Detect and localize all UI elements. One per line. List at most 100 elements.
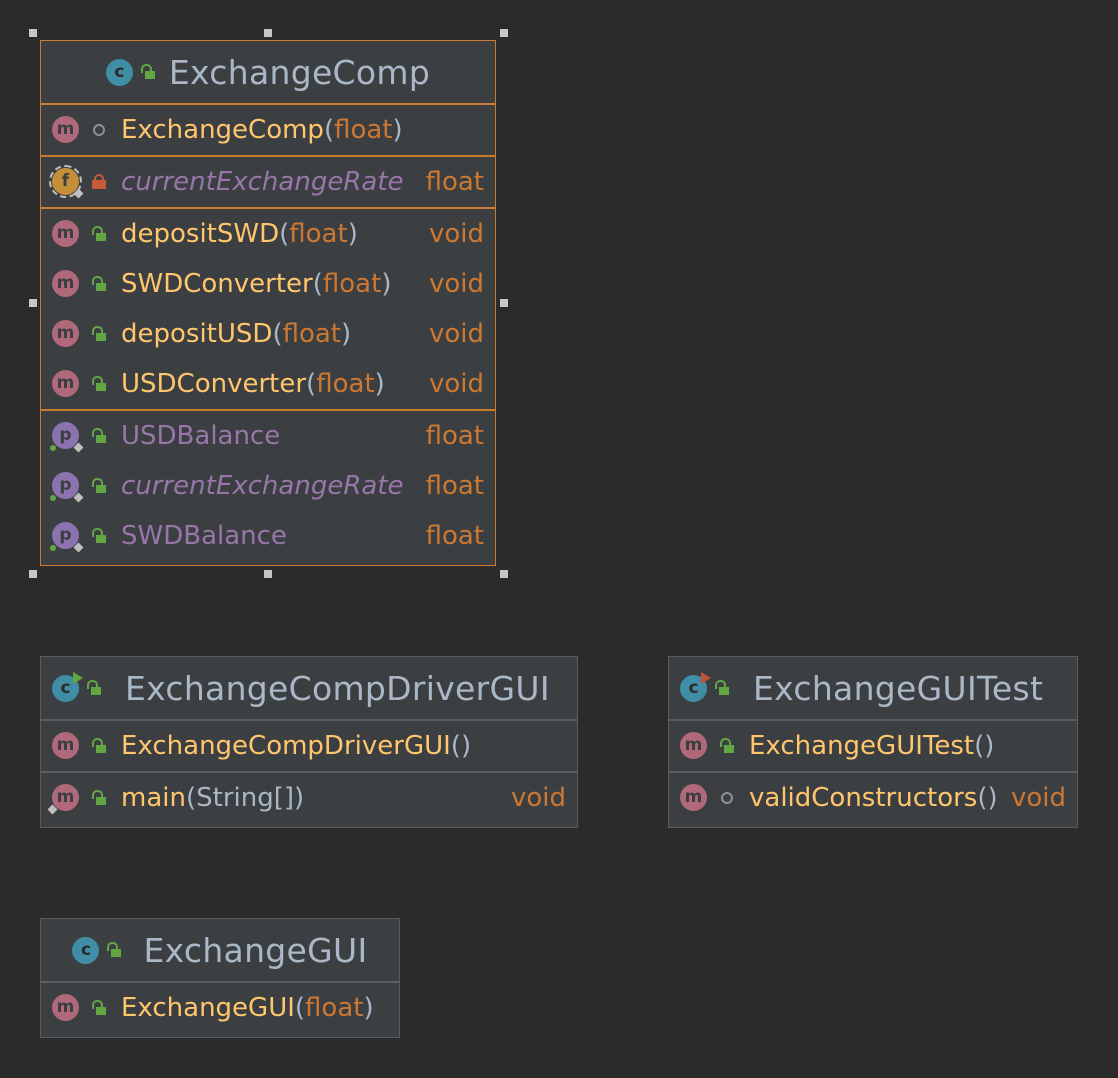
selection-handle-sw[interactable]	[29, 570, 37, 578]
param-type: float	[289, 219, 348, 249]
method-name: validConstructors	[749, 783, 978, 813]
class-name: ExchangeComp	[168, 52, 431, 92]
method-name: depositSWD	[121, 219, 280, 249]
property-name: currentExchangeRate	[121, 471, 404, 501]
class-icon: c	[52, 671, 83, 702]
class-icon: c	[72, 936, 100, 964]
property-row[interactable]: p USDBalance float	[41, 411, 495, 461]
return-type: void	[428, 369, 484, 399]
method-row[interactable]: m USDConverter(float) void	[41, 359, 495, 409]
public-icon	[92, 1000, 106, 1016]
constructors-section: m ExchangeGUITest()	[669, 721, 1077, 773]
public-icon	[92, 738, 106, 754]
property-name: SWDBalance	[121, 521, 287, 551]
property-name: USDBalance	[121, 421, 281, 451]
selection-handle-n[interactable]	[264, 29, 272, 37]
class-header[interactable]: c ExchangeGUI	[41, 919, 399, 983]
public-icon	[720, 738, 734, 754]
constructors-section: m ExchangeComp(float)	[41, 105, 495, 157]
public-icon	[92, 790, 106, 806]
public-icon	[92, 428, 106, 444]
return-type: void	[428, 319, 484, 349]
package-private-icon	[93, 124, 105, 136]
constructor-row[interactable]: m ExchangeCompDriverGUI()	[41, 721, 577, 771]
param-type: float	[322, 269, 382, 299]
return-type: void	[510, 783, 566, 813]
test-class-icon: c	[680, 671, 711, 702]
constructor-row[interactable]: m ExchangeGUI(float)	[41, 983, 399, 1033]
constructor-name: ExchangeGUITest	[749, 731, 975, 761]
public-icon	[140, 64, 155, 80]
class-name: ExchangeGUI	[143, 930, 368, 970]
class-name: ExchangeGUITest	[753, 668, 1044, 708]
method-row[interactable]: m validConstructors() void	[669, 773, 1077, 823]
class-box-exchange-gui[interactable]: c ExchangeGUI m ExchangeGUI(float)	[40, 918, 400, 1038]
selection-handle-w[interactable]	[29, 299, 37, 307]
package-private-icon	[721, 792, 733, 804]
method-icon: m	[52, 732, 79, 759]
method-icon: m	[52, 320, 79, 347]
method-icon: m	[52, 116, 79, 143]
selection-handle-s[interactable]	[264, 570, 272, 578]
methods-section: m depositSWD(float) void m SWDConverter(…	[41, 209, 495, 411]
selection-handle-e[interactable]	[500, 299, 508, 307]
public-icon	[92, 528, 106, 544]
property-icon: p	[50, 472, 84, 503]
property-icon: p	[50, 522, 84, 553]
method-icon: m	[52, 994, 79, 1021]
class-box-exchange-gui-test[interactable]: c ExchangeGUITest m ExchangeGUITest() m …	[668, 656, 1078, 828]
method-row[interactable]: m main(String[]) void	[41, 773, 577, 823]
constructors-section: m ExchangeGUI(float)	[41, 983, 399, 1033]
method-row[interactable]: m SWDConverter(float) void	[41, 259, 495, 309]
method-icon: m	[52, 370, 79, 397]
class-header[interactable]: c ExchangeCompDriverGUI	[41, 657, 577, 721]
class-icon: c	[105, 58, 133, 86]
field-type: float	[425, 167, 484, 197]
method-name: USDConverter	[121, 369, 307, 399]
method-name: depositUSD	[121, 319, 273, 349]
method-row[interactable]: m depositUSD(float) void	[41, 309, 495, 359]
public-icon	[92, 326, 106, 342]
method-icon: m	[680, 784, 707, 811]
selection-handle-nw[interactable]	[29, 29, 37, 37]
constructor-row[interactable]: m ExchangeComp(float)	[41, 105, 495, 155]
properties-section: p USDBalance float p currentExchangeRate…	[41, 411, 495, 561]
methods-section: m validConstructors() void	[669, 773, 1077, 823]
param-type: float	[305, 993, 364, 1023]
field-name: currentExchangeRate	[121, 167, 404, 197]
property-type: float	[425, 471, 484, 501]
property-icon: p	[50, 422, 84, 453]
property-row[interactable]: p SWDBalance float	[41, 511, 495, 561]
field-icon: f	[49, 165, 84, 199]
class-name: ExchangeCompDriverGUI	[125, 668, 550, 708]
class-box-exchange-comp[interactable]: c ExchangeComp m ExchangeComp(float) f c…	[40, 40, 496, 566]
class-header[interactable]: c ExchangeComp	[41, 41, 495, 105]
field-row[interactable]: f currentExchangeRate float	[41, 157, 495, 207]
property-type: float	[425, 521, 484, 551]
return-type: void	[1010, 783, 1066, 813]
class-header[interactable]: c ExchangeGUITest	[669, 657, 1077, 721]
constructor-row[interactable]: m ExchangeGUITest()	[669, 721, 1077, 771]
public-icon	[92, 478, 106, 494]
method-name: SWDConverter	[121, 269, 313, 299]
selection-handle-ne[interactable]	[500, 29, 508, 37]
param-type: float	[282, 319, 342, 349]
property-type: float	[425, 421, 484, 451]
public-icon	[92, 376, 106, 392]
constructor-name: ExchangeGUI	[121, 993, 295, 1023]
param-type: String[]	[196, 783, 295, 813]
method-icon: m	[680, 732, 707, 759]
methods-section: m main(String[]) void	[41, 773, 577, 823]
return-type: void	[428, 219, 484, 249]
fields-section: f currentExchangeRate float	[41, 157, 495, 209]
class-box-exchange-comp-driver-gui[interactable]: c ExchangeCompDriverGUI m ExchangeCompDr…	[40, 656, 578, 828]
method-row[interactable]: m depositSWD(float) void	[41, 209, 495, 259]
public-icon	[87, 680, 101, 696]
selection-handle-se[interactable]	[500, 570, 508, 578]
public-icon	[107, 942, 122, 958]
public-icon	[715, 680, 729, 696]
property-row[interactable]: p currentExchangeRate float	[41, 461, 495, 511]
public-icon	[92, 226, 106, 242]
method-icon: m	[52, 270, 79, 297]
return-type: void	[428, 269, 484, 299]
